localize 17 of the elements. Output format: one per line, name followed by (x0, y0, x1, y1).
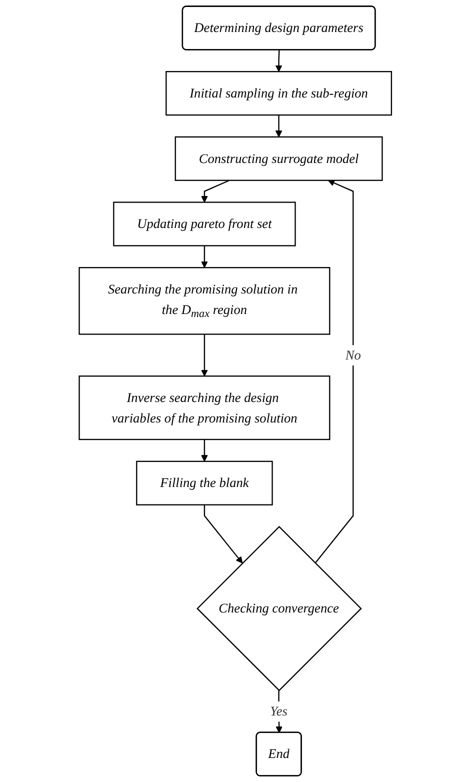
node-box: Constructing surrogate model (174, 136, 382, 181)
arrow (314, 180, 354, 564)
edge-label: No (345, 348, 361, 362)
node-box: Inverse searching the design variables of the promising solution (78, 376, 330, 440)
node-box: Updating pareto front set (112, 202, 296, 246)
arrow (200, 180, 230, 203)
node-box: Initial sampling in the sub-region (165, 71, 392, 116)
edge-label: Yes (270, 704, 288, 719)
arrow (200, 439, 208, 462)
arrow (200, 334, 208, 376)
arrow (204, 504, 242, 564)
node-box: Searching the promising solution in the D$_{max}$ region (78, 267, 330, 335)
arrow (200, 246, 208, 268)
arrow (275, 115, 282, 138)
node-diamond: Checking convergence (196, 526, 362, 692)
node-box: Filling the blank (136, 460, 272, 506)
arrow (275, 50, 282, 72)
